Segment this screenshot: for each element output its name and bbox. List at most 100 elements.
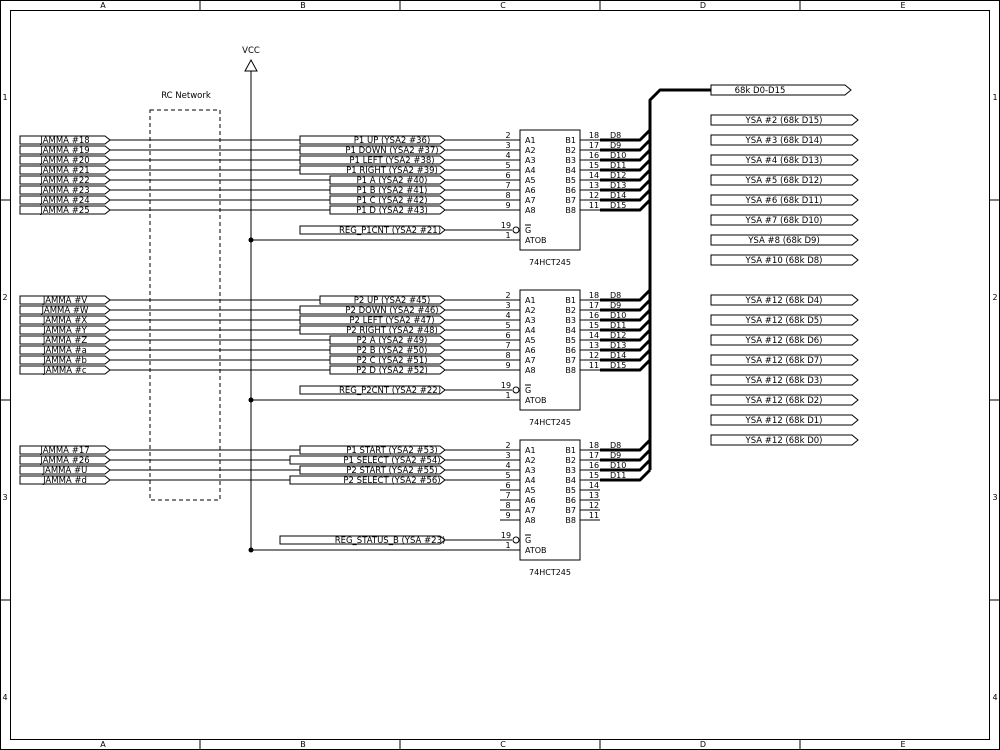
ysa-port-flag [710,434,859,446]
b-pin-number: 18 [589,131,599,140]
a-pin-name: A4 [525,166,536,175]
net-label: D11 [610,321,626,330]
net-label: D10 [610,461,626,470]
transceiver-3: 74HCT2452A13A24A35A46A57A68A79A818B117B2… [19,438,652,577]
a-pin-number: 9 [505,511,510,520]
b-pin-number: 16 [589,311,599,320]
jamma-port-label: JAMMA #Y [42,326,87,336]
signal-port-label: P2 START (YSA2 #55) [346,466,437,476]
jamma-port-label: JAMMA #26 [39,456,89,466]
frame-inner [10,10,990,740]
a-pin-name: A5 [525,486,536,495]
ysa-port-label: YSA #12 (68k D7) [745,356,823,366]
data-bus: 68k D0-D15 [648,84,852,470]
frame-column-label-bottom: B [300,740,306,749]
vcc-arrow-icon [244,58,258,72]
bus-port-flag [710,84,852,96]
net-label: D9 [610,301,621,310]
frame-column-label-bottom: C [500,740,506,749]
b-pin-number: 14 [589,331,599,340]
ysa-port-label: YSA #4 (68k D13) [745,156,823,166]
ysa-port-flag [710,394,859,406]
signal-port-label: P1 LEFT (YSA2 #38) [349,156,434,166]
ysa-port-flag [710,194,859,206]
a-pin-name: A3 [525,156,536,165]
a-pin-name: A8 [525,366,536,375]
a-pin-name: A5 [525,176,536,185]
signal-port-label: P2 C (YSA2 #51) [356,356,427,366]
signal-port-flag [329,345,446,355]
jamma-port-label: JAMMA #Z [42,336,87,346]
b-pin-number: 17 [589,451,599,460]
signal-port-label: P2 SELECT (YSA2 #56) [343,476,440,486]
jamma-port-flag [19,295,111,305]
a-pin-name: A7 [525,196,536,205]
ysa-port-flag [710,254,859,266]
signal-port-label: P1 B (YSA2 #41) [356,186,427,196]
bus-entry [600,178,652,192]
b-pin-name: B1 [565,136,576,145]
bus-entry [600,158,652,172]
a-pin-number: 4 [505,311,510,320]
a-pin-name: A1 [525,136,536,145]
jamma-port-label: JAMMA #21 [39,166,89,176]
ysa-port-label: YSA #10 (68k D8) [745,256,823,266]
b-pin-name: B2 [565,146,576,155]
signal-port-flag [289,475,446,485]
signal-port-label: P1 D (YSA2 #43) [356,206,428,216]
net-label: D13 [610,181,626,190]
net-label: D10 [610,151,626,160]
signal-port-flag [299,325,446,335]
b-pin-name: B1 [565,296,576,305]
junction-dot [248,397,254,403]
jamma-port-label: JAMMA #a [42,346,87,356]
jamma-port-label: JAMMA #24 [39,196,89,206]
net-label: D11 [610,471,626,480]
enable-pin-number: 19 [501,381,511,390]
b-pin-number: 13 [589,181,599,190]
junction-dot [248,547,254,553]
a-pin-number: 9 [505,361,510,370]
net-label: D12 [610,171,626,180]
frame-column-label-top: B [300,1,306,10]
b-pin-name: B7 [565,356,576,365]
ysa-port-flag [710,374,859,386]
inversion-bubble-icon [512,536,520,544]
ic-body [519,129,581,251]
frame-column-label-top: E [900,1,905,10]
direction-pin-number: 1 [505,391,510,400]
enable-pin-name: G [525,226,531,235]
a-pin-name: A5 [525,336,536,345]
a-pin-number: 3 [505,301,510,310]
signal-port-flag [299,135,446,145]
b-pin-number: 17 [589,141,599,150]
net-label: D9 [610,451,621,460]
b-pin-number: 12 [589,351,599,360]
b-pin-number: 11 [589,511,599,520]
frame-row-label-right: 1 [992,93,997,102]
ysa-port-flag [710,114,859,126]
frame-row-label-left: 4 [2,693,7,702]
a-pin-name: A1 [525,296,536,305]
signal-port-flag [329,185,446,195]
direction-pin-number: 1 [505,541,510,550]
a-pin-number: 7 [505,491,510,500]
signal-port-flag [299,145,446,155]
jamma-port-flag [19,185,111,195]
a-pin-number: 4 [505,461,510,470]
frame-row-label-left: 2 [2,293,7,302]
jamma-port-label: JAMMA #c [42,366,86,376]
b-pin-name: B4 [565,326,576,335]
jamma-port-flag [19,465,111,475]
jamma-port-label: JAMMA #17 [39,446,89,456]
a-pin-number: 5 [505,321,510,330]
signal-port-label: P1 DOWN (YSA2 #37) [345,146,438,156]
ysa-port-label: YSA #8 (68k D9) [747,236,820,246]
data-bus-trunk [648,88,711,470]
ic-part-number: 74HCT245 [529,258,571,267]
a-pin-number: 9 [505,201,510,210]
a-pin-name: A3 [525,466,536,475]
a-pin-number: 8 [505,191,510,200]
b-pin-number: 17 [589,301,599,310]
b-pin-number: 13 [589,491,599,500]
